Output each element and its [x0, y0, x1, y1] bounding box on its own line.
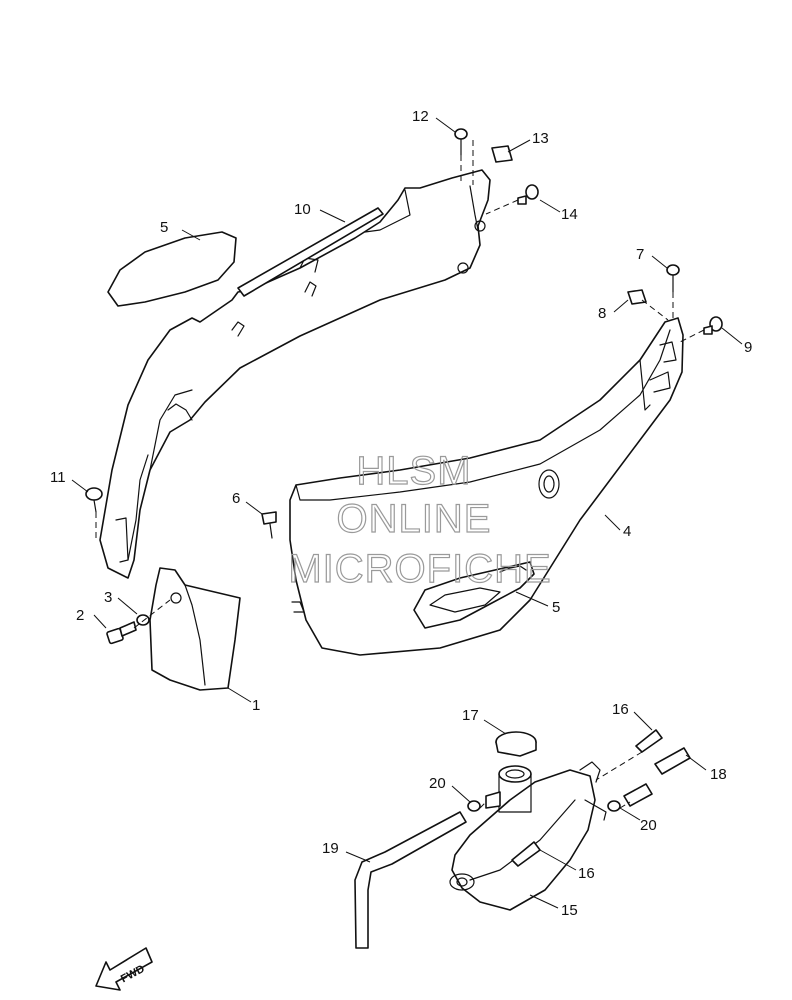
- screw-12: [454, 128, 468, 156]
- emblem-lower: [413, 561, 535, 629]
- grommet-9: [703, 316, 723, 335]
- bolt-2: [106, 621, 137, 645]
- callout-20-right: 20: [640, 817, 657, 834]
- nut-13: [491, 145, 513, 163]
- callout-8: 8: [598, 305, 606, 322]
- callout-5-upper: 5: [160, 219, 168, 236]
- nut-8: [627, 289, 647, 305]
- callout-2: 2: [76, 607, 84, 624]
- callout-15: 15: [561, 902, 578, 919]
- callout-6: 6: [232, 490, 240, 507]
- callout-19: 19: [322, 840, 339, 857]
- callout-1: 1: [252, 697, 260, 714]
- clip-11: [85, 487, 103, 513]
- watermark-line-3: MICROFICHE: [288, 547, 551, 591]
- watermark-line-2: ONLINE: [337, 497, 492, 541]
- front-cover: [149, 567, 241, 691]
- leader-lines: [71, 117, 743, 909]
- washer-3: [136, 614, 150, 626]
- side-cover-upper: [99, 169, 491, 579]
- breather-hose-short: [623, 783, 653, 807]
- callout-14: 14: [561, 206, 578, 223]
- clamp-20-left: [467, 800, 481, 812]
- watermark-line-1: HLSM: [356, 449, 471, 493]
- assembly-lines: [95, 140, 705, 809]
- callout-16-lower: 16: [578, 865, 595, 882]
- callout-4: 4: [623, 523, 631, 540]
- callouts: 1 2 3 4 5 5 6 7 8 9 10 11 12 13 14 15 16…: [50, 108, 752, 919]
- callout-9: 9: [744, 339, 752, 356]
- callout-3: 3: [104, 589, 112, 606]
- screw-7: [666, 264, 680, 293]
- trim-strip: [237, 207, 384, 297]
- callout-17: 17: [462, 707, 479, 724]
- side-cover-main: [289, 317, 684, 656]
- reservoir-cap: [495, 731, 537, 757]
- breather-hose: [654, 747, 691, 775]
- clip-6: [261, 511, 277, 539]
- clamp-20-right: [607, 800, 621, 812]
- emblem-upper: [107, 231, 237, 307]
- fwd-arrow: FWD: [95, 947, 153, 991]
- callout-11: 11: [50, 469, 66, 486]
- screw-16-upper: [635, 729, 663, 753]
- callout-7: 7: [636, 246, 644, 263]
- watermark: HLSM ONLINE MICROFICHE: [288, 448, 552, 591]
- callout-10: 10: [294, 201, 311, 218]
- reservoir-tank: [449, 761, 607, 911]
- overflow-hose: [354, 811, 467, 949]
- callout-20-left: 20: [429, 775, 446, 792]
- callout-16-upper: 16: [612, 701, 629, 718]
- callout-18: 18: [710, 766, 727, 783]
- callout-12: 12: [412, 108, 429, 125]
- grommet-14: [517, 184, 539, 205]
- callout-5-lower: 5: [552, 599, 560, 616]
- callout-13: 13: [532, 130, 549, 147]
